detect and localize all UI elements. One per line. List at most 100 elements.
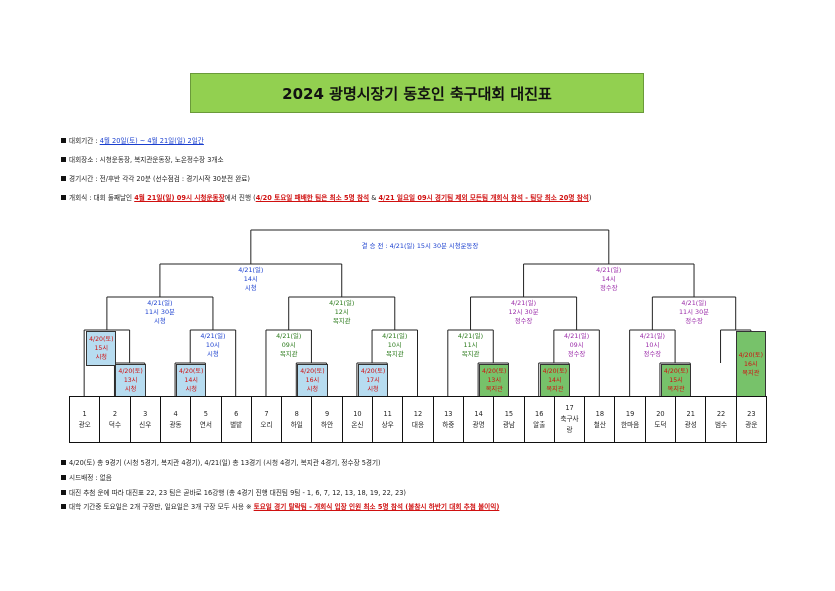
round16-label-line: 4/21(일) bbox=[457, 332, 484, 340]
team-name: 오리 bbox=[260, 420, 273, 429]
first_round-label-line: 13시 bbox=[123, 377, 138, 384]
team-name: 도덕 bbox=[654, 420, 667, 429]
info-time: 경기시간 : 전/후반 각각 20분 (선수점검 : 경기시작 30분전 완료) bbox=[61, 175, 250, 184]
round16-label-line: 복지관 bbox=[279, 350, 298, 358]
team-cell: 20 도덕 bbox=[644, 396, 677, 443]
team-cell: 9 하안 bbox=[311, 396, 343, 443]
team-name: 한마음 bbox=[621, 420, 640, 429]
first_round-label-line: 14시 bbox=[184, 377, 198, 384]
first_round-label-line: 복지관 bbox=[485, 386, 503, 393]
team-cell: 8 하일 bbox=[281, 396, 313, 443]
first_round-label-line: 시청 bbox=[306, 386, 319, 393]
first_round-label-line: 17시 bbox=[366, 377, 380, 384]
team-cell: 17 축구사랑 bbox=[553, 396, 586, 443]
team-name: 하안 bbox=[321, 420, 334, 429]
round16-label-line: 4/21(일) bbox=[200, 332, 226, 340]
info-games: 4/20(토) 총 9경기 (시청 5경기, 복지관 4경기), 4/21(일)… bbox=[61, 459, 381, 468]
first_round-label-line: 16시 bbox=[305, 377, 320, 384]
team-cell: 18 철산 bbox=[584, 396, 616, 443]
final-match-label: 결 승 전 : 4/21(일) 15시 30분 시청운동장 bbox=[361, 242, 479, 250]
team-name: 하일 bbox=[290, 420, 303, 429]
opening-notice-1: 4/20 토요일 패배한 팀은 최소 5명 참석 bbox=[255, 194, 370, 202]
bullet-square-icon bbox=[61, 195, 66, 200]
quarters-label-line: 4/21(일) bbox=[147, 299, 173, 307]
first_round-label-line: 복지관 bbox=[546, 386, 564, 393]
team-number: 19 bbox=[625, 409, 635, 418]
round16-label-line: 4/21(일) bbox=[639, 332, 665, 340]
team-name: 광운 bbox=[745, 420, 758, 429]
team-name: 범수 bbox=[714, 420, 728, 429]
round16-label-line: 복지관 bbox=[742, 369, 760, 377]
round16-label-line: 10시 bbox=[387, 341, 402, 349]
round16-label-line: 4/21(일) bbox=[276, 332, 302, 340]
team-number: 18 bbox=[595, 409, 605, 418]
team-name: 덕수 bbox=[108, 420, 122, 429]
round16-label-line: 16시 bbox=[744, 360, 758, 368]
period-value: 4월 20일(토) ~ 4월 21일(일) 2일간 bbox=[99, 137, 204, 145]
team-name: 별밭 bbox=[230, 420, 243, 429]
first_round-label-line: 복지관 bbox=[667, 386, 685, 393]
semis-label-line: 4/21(일) bbox=[238, 266, 264, 274]
semis-label-line: 14시 bbox=[601, 275, 616, 283]
team-name: 상우 bbox=[381, 420, 394, 429]
team-number: 22 bbox=[716, 409, 726, 418]
team-number: 17 bbox=[565, 404, 574, 412]
team-number: 20 bbox=[656, 409, 665, 418]
round16-label-line: 09시 bbox=[281, 341, 296, 349]
first_round-label-line: 4/20(토) bbox=[482, 368, 507, 375]
team-number: 9 bbox=[324, 409, 330, 418]
round16-label-line: 정수장 bbox=[643, 350, 662, 358]
quarters-label-line: 11시 30분 bbox=[678, 308, 710, 316]
round16-label-line: 시청 bbox=[207, 350, 219, 358]
team-name: 광오 bbox=[78, 420, 91, 429]
opening-date: 4월 21일(일) 09시 시청운동장 bbox=[134, 194, 225, 202]
round16-label-line: 15시 bbox=[94, 345, 109, 352]
quarters-label-line: 12시 30분 bbox=[508, 308, 539, 316]
quarters-label-line: 4/21(일) bbox=[510, 299, 537, 307]
bullet-square-icon bbox=[61, 157, 66, 162]
round16-label-line: 4/21(일) bbox=[563, 332, 590, 340]
team-number: 15 bbox=[504, 409, 514, 418]
team-name: 광동 bbox=[169, 420, 182, 429]
first_round-label-line: 13시 bbox=[487, 377, 502, 384]
team-name: 축구사랑 bbox=[560, 415, 579, 434]
team-number: 8 bbox=[294, 409, 299, 418]
team-cell: 19 한마음 bbox=[614, 396, 646, 443]
round16-label-line: 복지관 bbox=[385, 350, 404, 358]
first_round-label-line: 4/20(토) bbox=[179, 368, 204, 375]
team-number: 3 bbox=[143, 409, 148, 418]
team-name: 광성 bbox=[684, 420, 697, 429]
round16-label-line: 09시 bbox=[569, 341, 584, 349]
first_round-label-line: 시청 bbox=[124, 386, 137, 393]
round16-label-line: 복지관 bbox=[461, 350, 480, 358]
team-number: 16 bbox=[535, 409, 544, 418]
team-name: 철산 bbox=[593, 420, 606, 429]
team-number: 6 bbox=[234, 409, 239, 418]
first_round-label-line: 4/20(토) bbox=[360, 368, 386, 375]
team-name: 연서 bbox=[199, 420, 212, 429]
semis-label-line: 14시 bbox=[243, 275, 258, 283]
